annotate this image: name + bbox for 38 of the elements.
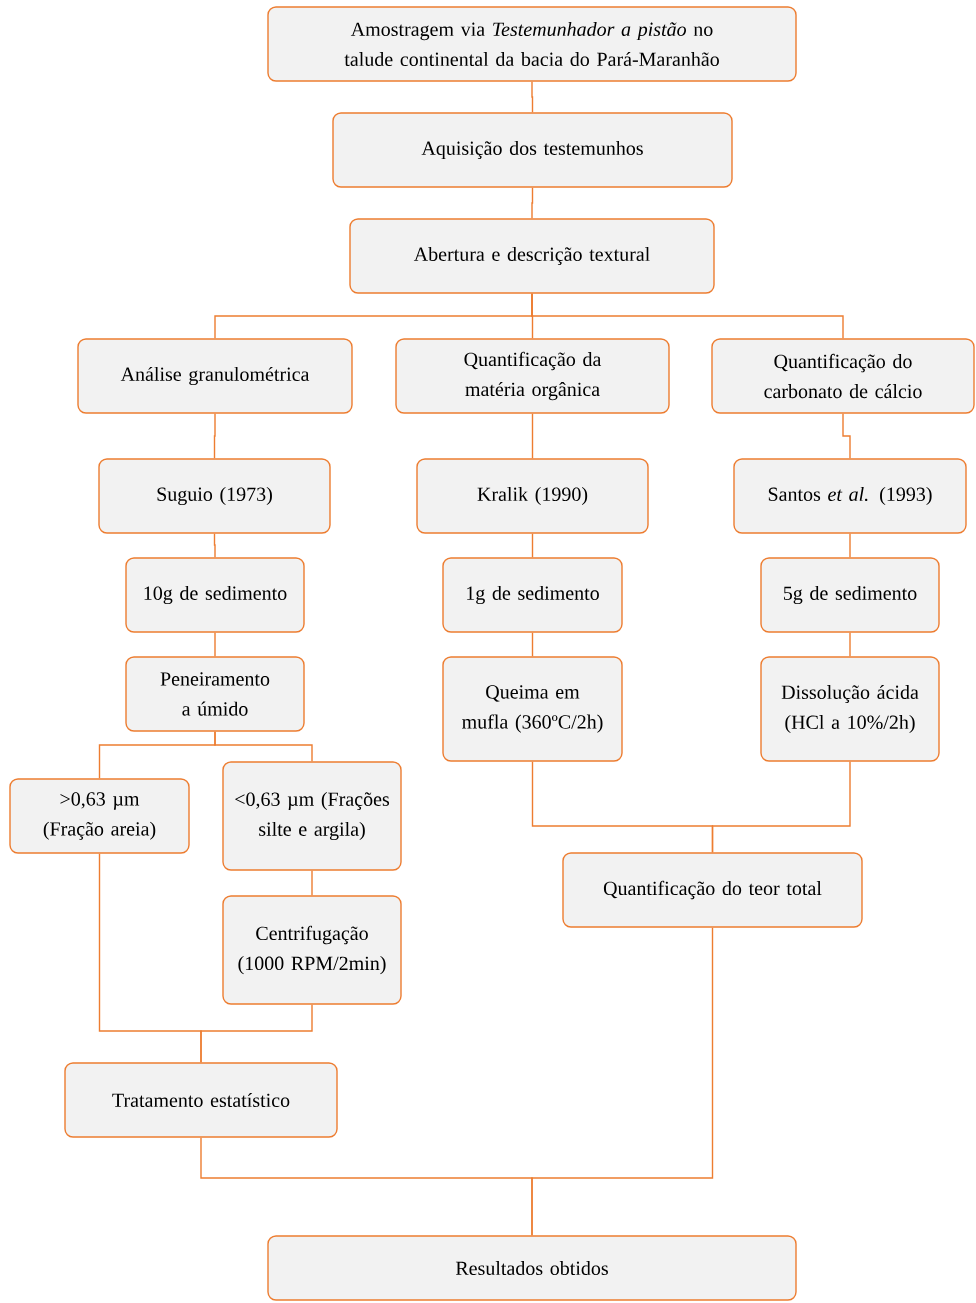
process-box: >0,63 µm (Fração areia): [9, 778, 190, 854]
process-box: Kralik (1990): [416, 458, 649, 534]
connector-line: [531, 927, 714, 1236]
process-box: 1g de sedimento: [442, 557, 623, 633]
connector-line: [531, 187, 534, 219]
process-box: Dissolução ácida (HCl a 10%/2h): [760, 656, 940, 762]
connector-line: [849, 632, 851, 657]
connector-line: [214, 731, 313, 762]
process-box: Santos et al. (1993): [733, 458, 967, 534]
process-box: Queima em mufla (360ºC/2h): [442, 656, 623, 762]
process-box: <0,63 µm (Frações silte e argila): [222, 761, 402, 871]
process-box: Centrifugação (1000 RPM/2min): [222, 895, 402, 1005]
connector-line: [213, 533, 216, 558]
connector-line: [531, 81, 534, 113]
connector-line: [213, 413, 216, 459]
process-box: Quantificação do carbonato de cálcio: [711, 338, 975, 414]
connector-line: [531, 533, 534, 558]
process-box: Aquisição dos testemunhos: [332, 112, 733, 188]
connector-line: [842, 413, 851, 459]
process-box: Análise granulométrica: [77, 338, 353, 414]
process-box: Abertura e descrição textural: [349, 218, 715, 294]
process-box: Amostragem via Testemunhador a pistão no talude continental da bacia do Pará-Maranhão: [267, 6, 797, 82]
connector-line: [711, 761, 851, 853]
connector-line: [531, 632, 534, 657]
process-box: Peneiramento a úmido: [125, 656, 305, 732]
connector-line: [200, 1004, 313, 1063]
process-box: Tratamento estatístico: [64, 1062, 338, 1138]
process-box: 5g de sedimento: [760, 557, 940, 633]
connector-line: [214, 632, 216, 657]
process-box: Quantificação do teor total: [562, 852, 863, 928]
process-box: 10g de sedimento: [125, 557, 305, 633]
process-box: Quantificação da matéria orgânica: [395, 338, 670, 414]
connector-line: [311, 870, 313, 896]
process-box: Suguio (1973): [98, 458, 331, 534]
connector-line: [849, 533, 851, 558]
connector-line: [531, 413, 534, 459]
process-box: Resultados obtidos: [267, 1235, 797, 1301]
connector-line: [531, 293, 844, 339]
